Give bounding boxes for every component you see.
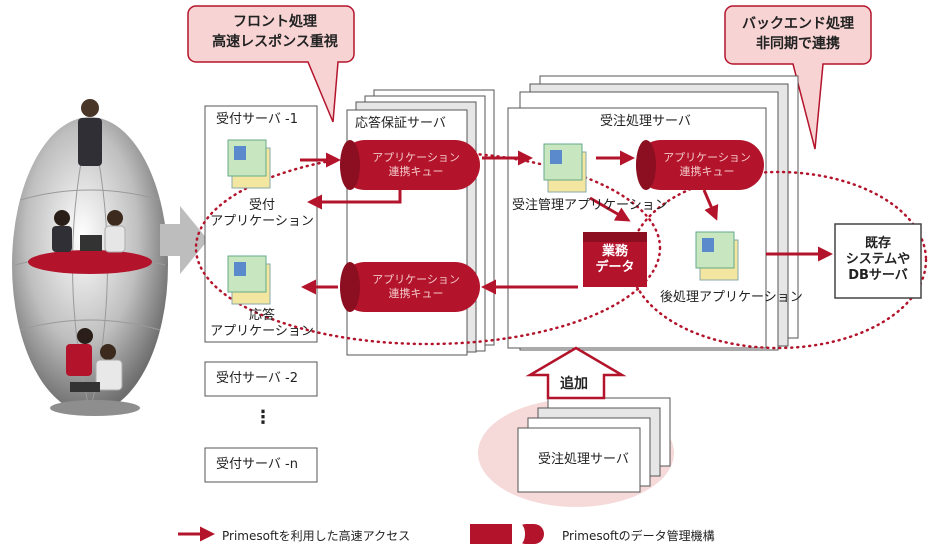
person-icon [78,99,102,166]
callout-back-line1: バックエンド処理 [742,16,854,32]
business-data-label: 業務 データ [583,244,647,276]
callout-front-line1: フロント処理 [233,14,317,30]
queue-top-left-line2: 連携キュー [388,165,444,178]
queue-pill-top-left [340,140,480,190]
reception-server-2-label: 受付サーバ -2 [216,371,298,386]
reception-server-n-box [204,447,318,483]
gray-arrow [160,206,208,274]
app-icon [543,143,587,193]
response-app-line2: アプリケーション [210,324,314,339]
reception-app-label: 受付 アプリケーション [206,198,318,230]
existing-system-line1: 既存 [864,236,891,251]
queue-top-left-label: アプリケーション 連携キュー [356,151,476,179]
business-data-line1: 業務 [601,244,628,259]
callout-front-shape [187,5,355,123]
existing-system-line2: システムや [845,252,911,267]
app-icon [227,139,271,189]
red-arrows [300,150,833,295]
reception-server-n-label: 受付サーバ -n [216,457,298,472]
legend-arrow-text: Primesoftを利用した高速アクセス [222,529,411,543]
order-server-label: 受注処理サーバ [600,114,691,129]
queue-pill-bottom-left [340,262,480,312]
queue-bottom-left-label: アプリケーション 連携キュー [356,273,476,301]
order-server-stack [507,75,799,351]
back-dotted-zone [628,170,928,350]
app-icon [695,231,739,281]
queue-top-right-label: アプリケーション 連携キュー [652,151,762,179]
reception-server-2-box [204,361,318,397]
business-data-line2: データ [595,260,635,275]
callout-front-line2: 高速レスポンス重視 [212,34,338,50]
reception-server-ellipsis: ⋮ [254,407,272,428]
queue-bottom-left-line1: アプリケーション [372,273,460,286]
response-app-line1: 応答 [248,308,275,323]
response-server-label: 応答保証サーバ [355,116,446,131]
reception-app-line1: 受付 [248,198,275,213]
existing-system-line3: DBサーバ [848,268,908,283]
queue-bottom-left-line2: 連携キュー [388,287,444,300]
app-icon [227,255,271,305]
team-icon [66,328,123,392]
legend-cylinder-icon [470,524,544,544]
add-label: 追加 [560,376,588,392]
callout-back: バックエンド処理 非同期で連携 [725,14,871,54]
post-processing-app-label: 後処理アプリケーション [660,290,803,305]
business-data-block [583,232,647,287]
callout-back-line2: 非同期で連携 [756,36,840,52]
callout-front: フロント処理 高速レスポンス重視 [196,12,354,52]
globe-illustration [12,99,168,416]
add-arrow [525,346,627,400]
meeting-icon [28,210,152,274]
queue-top-left-line1: アプリケーション [372,151,460,164]
reception-app-line2: アプリケーション [210,214,314,229]
added-server-stack [517,397,671,493]
queue-top-right-line1: アプリケーション [663,151,751,164]
legend-cylinder-text: Primesoftのデータ管理機構 [562,529,715,543]
existing-system-label: 既存 システムや DBサーバ [835,236,921,284]
reception-server-1-label: 受付サーバ -1 [216,112,298,127]
order-mgmt-app-label: 受注管理アプリケーション [512,198,668,213]
added-order-server-label: 受注処理サーバ [538,452,629,467]
queue-top-right-line2: 連携キュー [679,165,735,178]
response-app-label: 応答 アプリケーション [206,308,318,340]
existing-system-box [834,223,922,299]
queue-pill-top-right [636,140,764,190]
